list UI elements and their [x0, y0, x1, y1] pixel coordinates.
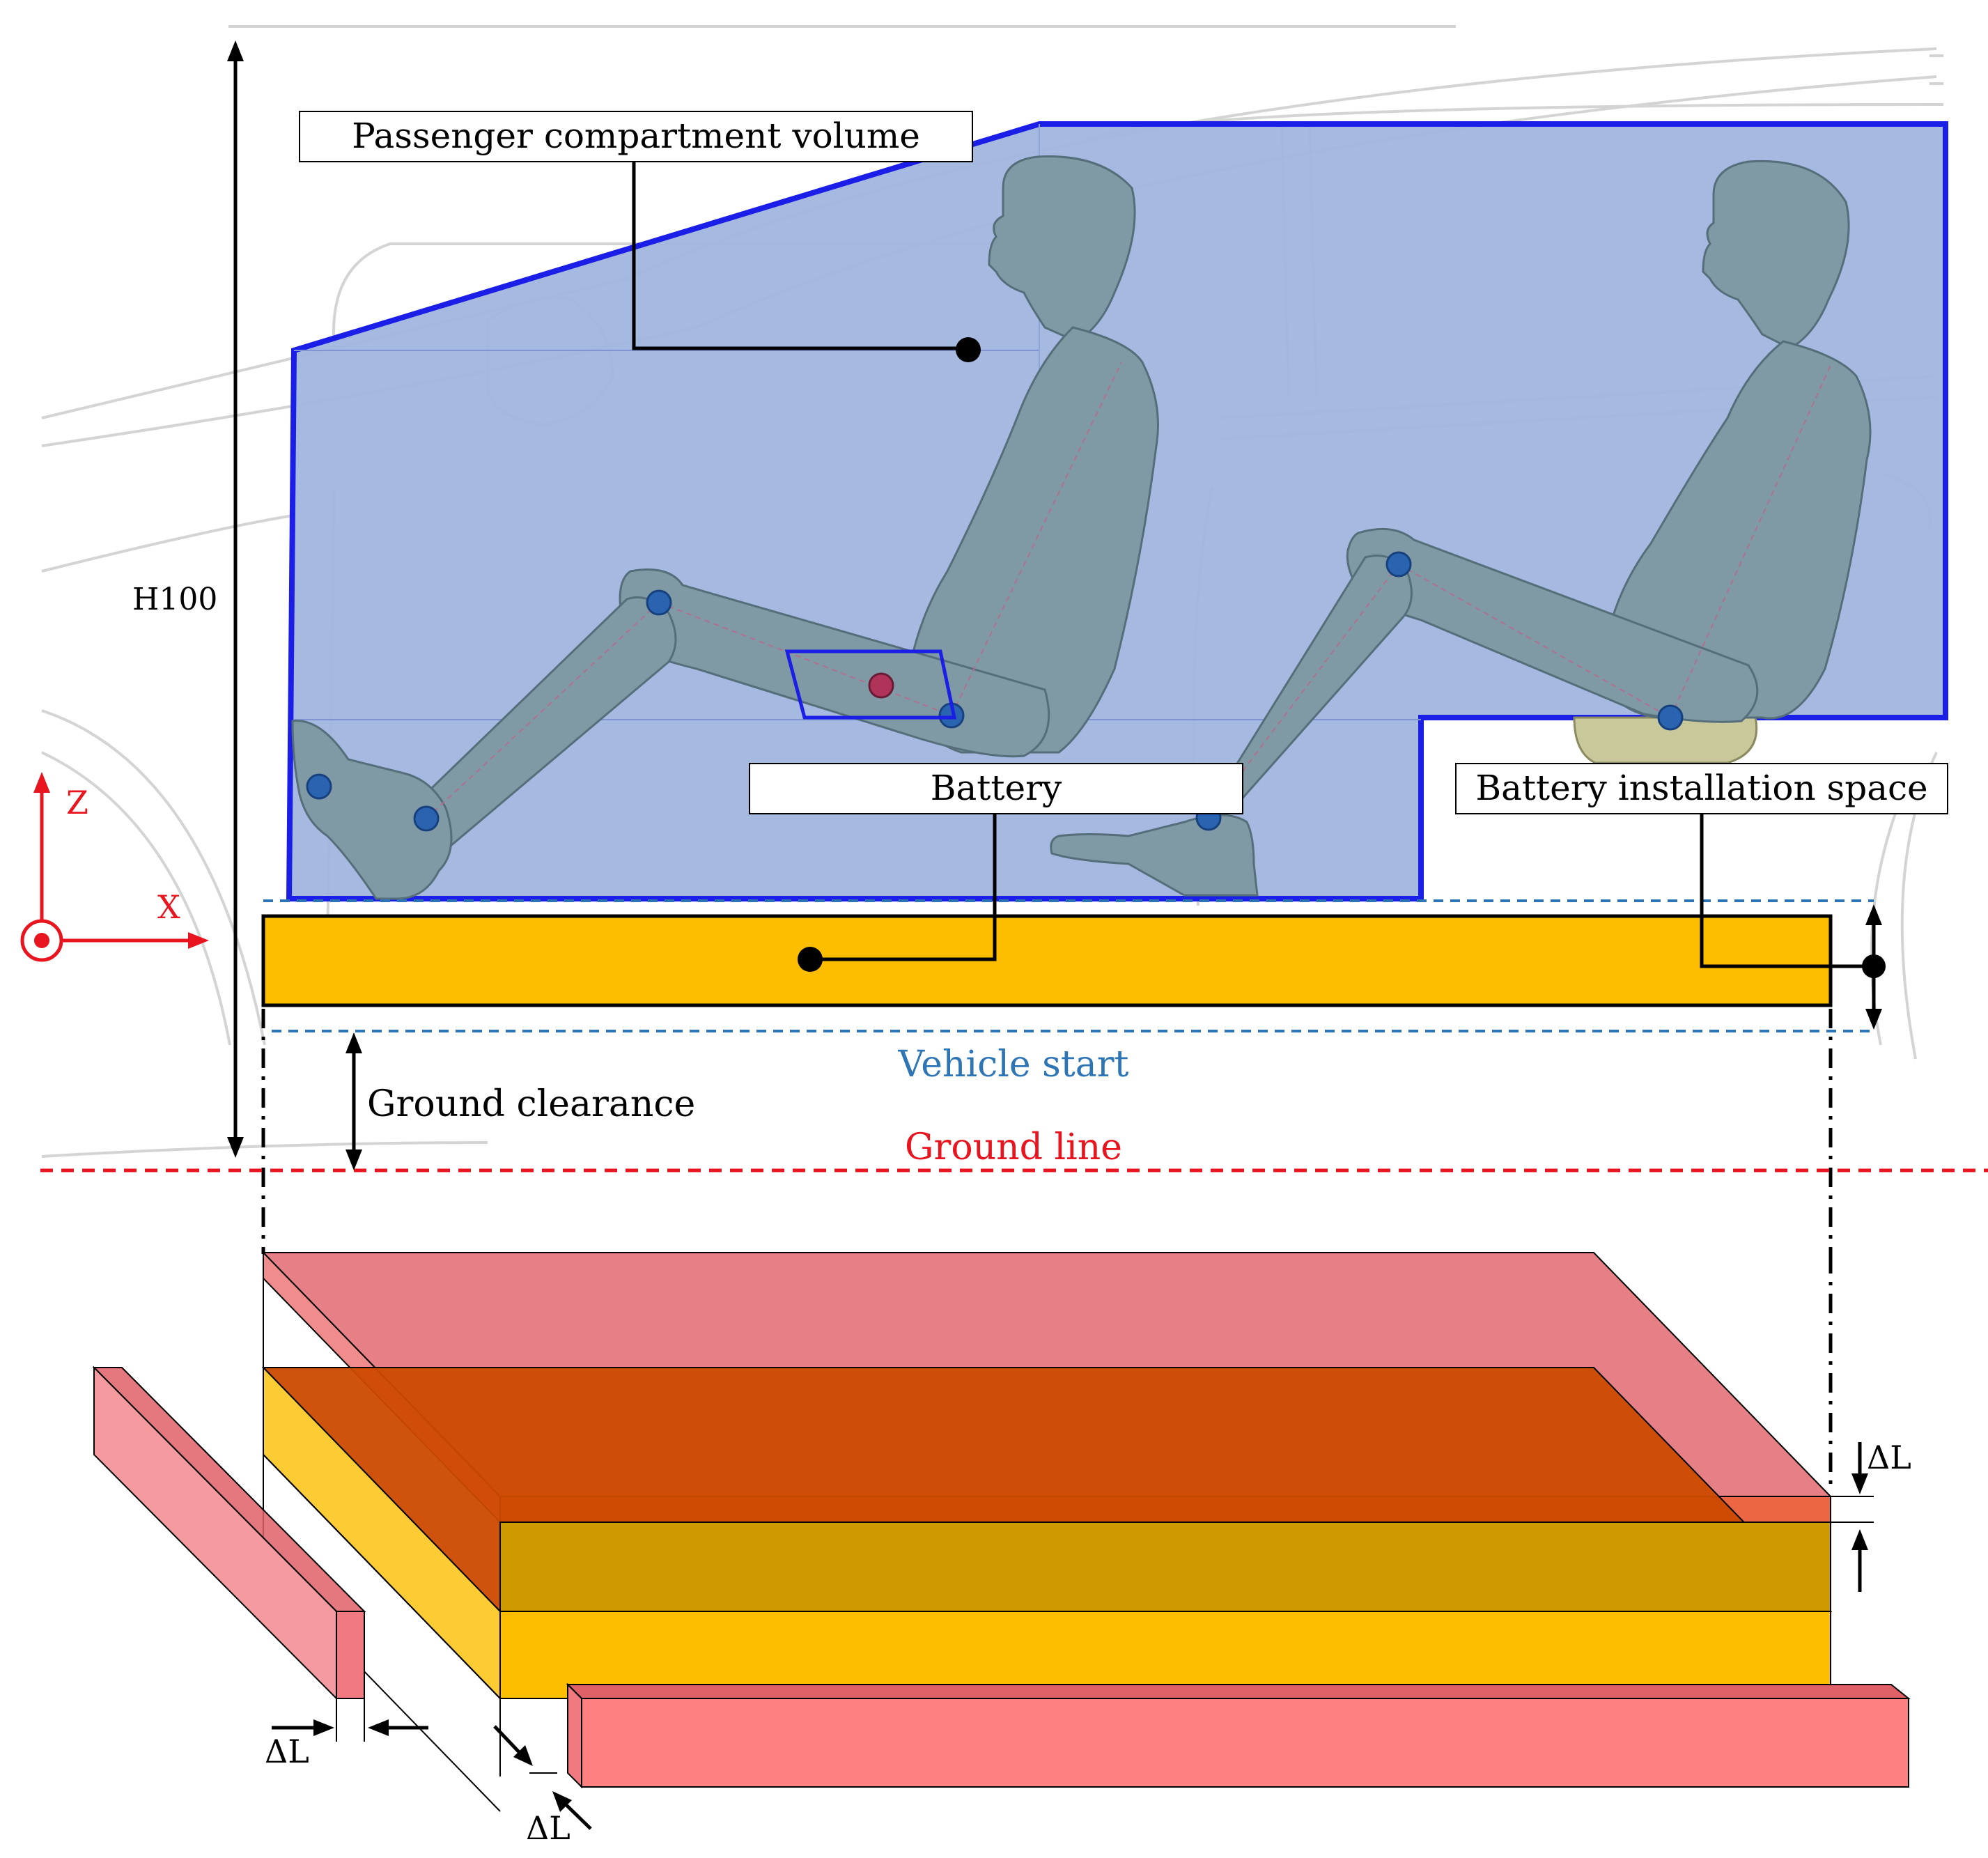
leader-lines [632, 162, 1874, 968]
rear-hip-joint [1657, 704, 1684, 731]
battery-label: Battery [931, 768, 1062, 808]
battery-3d-block [261, 1365, 1833, 1701]
delta-l-arrows [272, 1442, 1868, 1830]
battery-label-box [749, 763, 1243, 814]
front-mannequin [291, 155, 1159, 900]
rear-mannequin [1050, 160, 1872, 897]
front-expansion-plate [566, 1682, 1911, 1789]
battery-space-label: Battery installation space [1475, 768, 1927, 808]
passenger-compartment-label-box [299, 111, 973, 162]
battery-space-label-box [1455, 763, 1948, 814]
h-point-joint [868, 672, 894, 699]
projection-lines [261, 1009, 1833, 1491]
front-knee-joint [646, 589, 672, 616]
front-heel-joint [306, 773, 332, 800]
left-expansion-plate [92, 1365, 366, 1701]
front-ankle-joint [413, 805, 440, 832]
delta-l-label-right: ΔL [1867, 1439, 1911, 1476]
delta-l-guides [336, 1496, 1874, 1774]
h-point-marker [784, 649, 957, 720]
h100-label: H100 [132, 582, 217, 617]
vehicle-start-lines [263, 899, 1874, 1032]
battery-leader-dot [798, 947, 823, 972]
vehicle-start-label: Vehicle start [897, 1044, 1128, 1085]
passenger-compartment-label: Passenger compartment volume [352, 116, 920, 156]
axis-x-label: X [157, 888, 180, 926]
rear-knee-joint [1385, 551, 1412, 578]
battery-side-view [261, 914, 1833, 1007]
ground-line-label: Ground line [905, 1127, 1122, 1168]
ground-clearance-arrow [345, 1032, 362, 1170]
delta-l-label-bottom: ΔL [526, 1809, 570, 1847]
coordinate-axes-icon [20, 772, 209, 962]
delta-l-label-left: ΔL [265, 1733, 309, 1770]
compartment-leader-dot [956, 337, 981, 362]
h100-dimension-arrow [227, 40, 244, 1158]
rear-seat-cushion [1573, 716, 1758, 764]
axis-z-label: Z [66, 784, 88, 821]
ground-clearance-label: Ground clearance [367, 1083, 695, 1125]
mannequin-joints [306, 551, 1684, 832]
